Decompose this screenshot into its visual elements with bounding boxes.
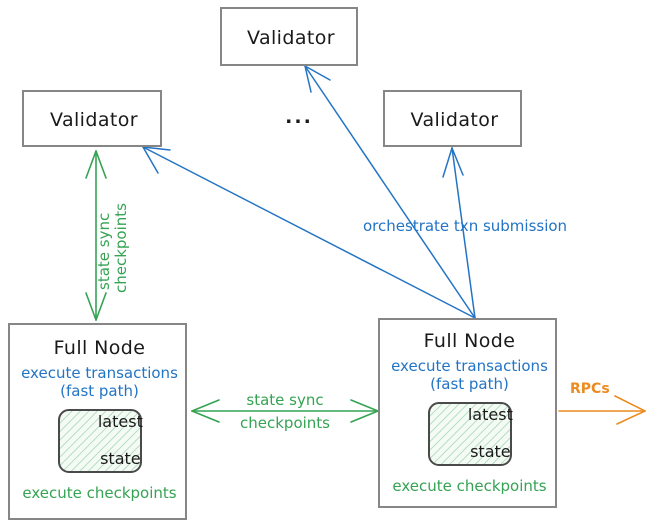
full-node-left-box[interactable]: Full Node execute transactions (fast pat… [8, 323, 187, 520]
full-node-right-latest-state-label: latest state [427, 388, 513, 480]
full-node-right-execute-checkpoints: execute checkpoints [392, 477, 547, 495]
validators-ellipsis: ... [285, 106, 313, 128]
full-node-left-title: Full Node [53, 337, 146, 359]
full-node-right-state-line-1: latest [467, 405, 513, 425]
validator-left-label: Validator [50, 109, 138, 131]
arrow-fullnode-right-to-validator-right [442, 147, 476, 319]
edge-label-checkpoints-vertical: checkpoints [112, 203, 130, 293]
full-node-right-state-line-2: state [470, 442, 511, 462]
validator-right-label: Validator [410, 109, 499, 131]
full-node-left-latest-state-label: latest state [57, 395, 143, 487]
arrow-fullnode-right-to-validator-top [304, 65, 476, 319]
full-node-right-fast-path: (fast path) [430, 375, 509, 393]
full-node-left-execute-transactions: execute transactions [21, 364, 178, 382]
validator-top-box[interactable]: Validator [220, 7, 358, 66]
full-node-right-title: Full Node [423, 330, 516, 352]
full-node-right-execute-transactions: execute transactions [391, 357, 548, 375]
arrow-rpcs [558, 395, 646, 425]
full-node-left-fast-path: (fast path) [60, 382, 139, 400]
full-node-left-execute-checkpoints: execute checkpoints [22, 484, 177, 502]
validator-right-box[interactable]: Validator [383, 90, 522, 147]
edge-label-state-sync-middle: state sync [246, 391, 324, 409]
full-node-left-state-line-2: state [100, 449, 141, 469]
edge-label-state-sync-vertical: state sync [95, 212, 113, 290]
full-node-left-state-line-1: latest [97, 412, 143, 432]
arrow-state-sync-horizontal [191, 399, 379, 423]
full-node-right-latest-state-box[interactable]: latest state [428, 402, 513, 466]
full-node-left-latest-state-box[interactable]: latest state [58, 409, 143, 473]
validator-top-label: Validator [247, 27, 335, 49]
arrow-state-sync-vertical [85, 150, 107, 321]
validator-left-box[interactable]: Validator [22, 90, 162, 147]
edge-label-rpcs: RPCs [570, 381, 610, 397]
full-node-right-box[interactable]: Full Node execute transactions (fast pat… [378, 318, 557, 508]
edge-label-orchestrate-txn-submission: orchestrate txn submission [363, 217, 568, 235]
edge-label-checkpoints-middle: checkpoints [240, 414, 330, 432]
arrow-fullnode-right-to-validator-left [142, 146, 476, 319]
